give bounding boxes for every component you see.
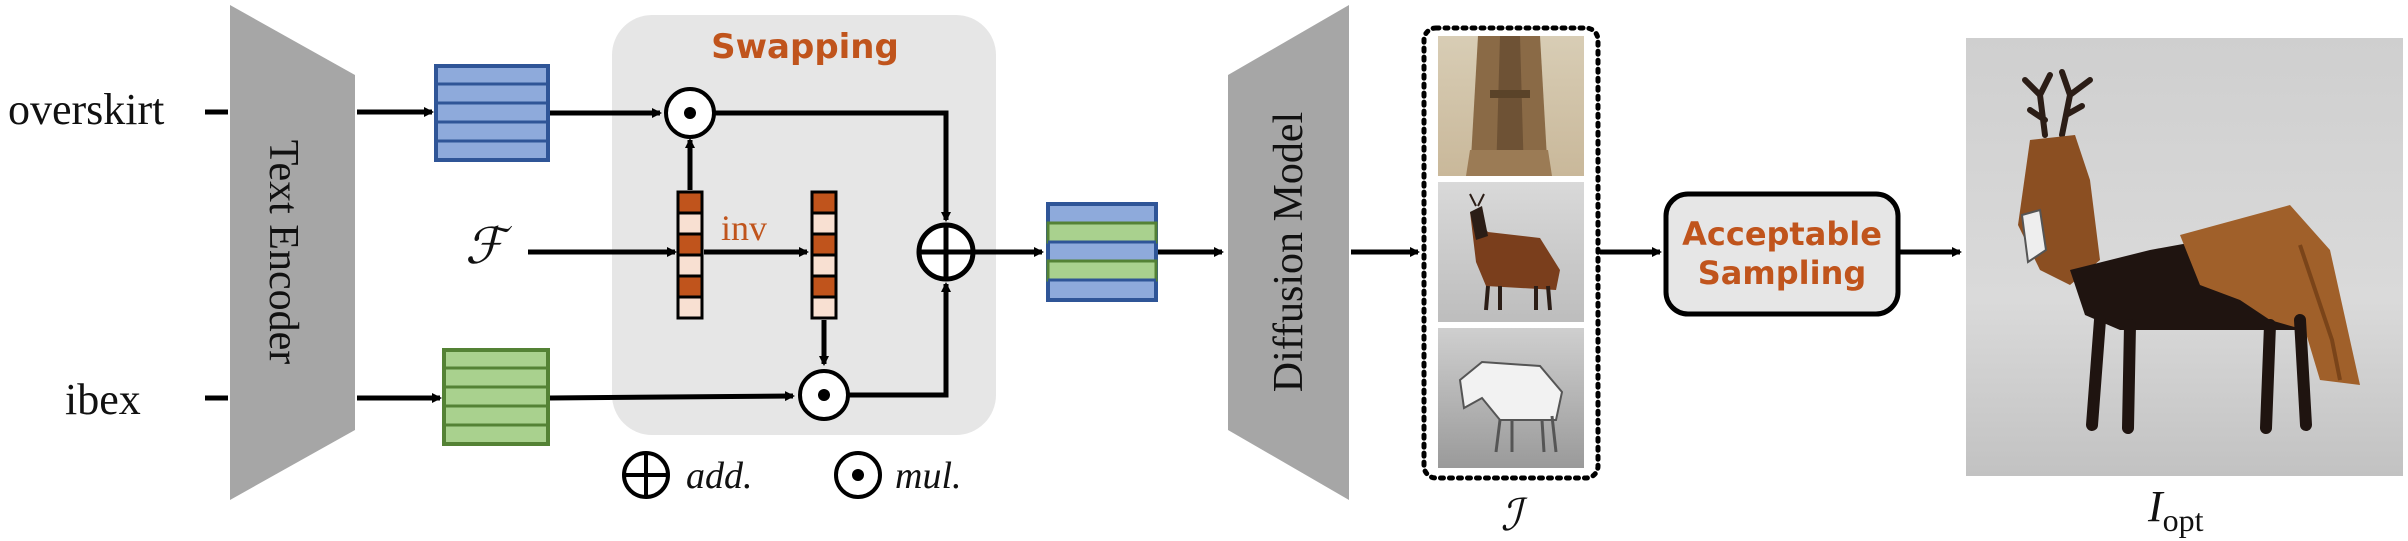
top-mul-circle [664, 87, 716, 139]
mul-legend-icon [834, 451, 882, 499]
arrow-top-mul-to-add [714, 110, 951, 222]
output-label-sub: opt [2163, 502, 2204, 538]
overskirt-embedding [434, 64, 550, 162]
feature-symbol: ℱ [465, 218, 513, 274]
input-word-ibex: ibex [65, 375, 141, 424]
inverted-feature-vector [810, 190, 838, 320]
image-set-frame [1421, 25, 1601, 481]
sample-image-overskirt [1438, 36, 1584, 176]
arrow-green-to-bottom-mul [549, 391, 795, 402]
mixed-embedding [1046, 202, 1158, 302]
diffusion-model-label: Diffusion Model [1266, 112, 1312, 392]
sample-image-ibex-overskirt [1438, 182, 1584, 322]
inv-label: inv [721, 208, 767, 248]
bottom-mul-circle [798, 369, 850, 421]
output-label-base: I [2147, 482, 2165, 531]
output-label: Iopt [2147, 482, 2204, 538]
ibex-embedding [442, 348, 550, 446]
input-word-overskirt: overskirt [8, 85, 164, 134]
acceptable-sampling-line2: Sampling [1698, 254, 1867, 292]
swapping-title: Swapping [711, 27, 899, 67]
feature-vector [676, 190, 704, 320]
arrow-bottom-mul-to-add [848, 282, 951, 398]
image-set-symbol: ℐ [1501, 491, 1529, 540]
text-encoder-label: Text Encoder [260, 140, 306, 364]
acceptable-sampling-box [1663, 191, 1901, 317]
sample-image-sketch-ibex [1438, 328, 1584, 468]
output-image [1966, 38, 2403, 476]
text-encoder-block [230, 5, 355, 500]
acceptable-sampling-line1: Acceptable [1682, 215, 1882, 253]
add-legend-icon [622, 451, 670, 499]
diffusion-model-block [1228, 5, 1349, 500]
add-legend-label: add. [686, 455, 753, 497]
mul-legend-label: mul. [895, 455, 962, 497]
add-circle [916, 222, 976, 282]
